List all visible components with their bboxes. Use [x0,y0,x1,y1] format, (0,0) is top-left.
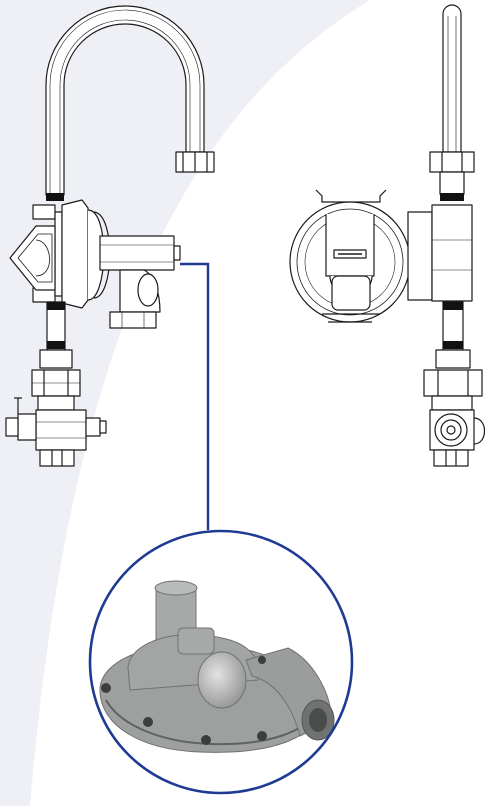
regulator-body-side [32,199,181,329]
photo-bolt [201,735,211,745]
hex-nut-side [39,349,73,369]
union-fitting-front [423,369,483,397]
thread-band-front-lower-1 [443,302,463,310]
regulator-body-front [289,189,473,323]
thread-band-front-upper [440,193,464,201]
front-view [289,4,485,467]
photo-bolt [101,683,111,693]
photo-bolt [257,731,267,741]
vent-pipe-vertical [442,4,462,153]
vent-gooseneck-pipe [45,5,205,196]
photo-bolt [143,717,153,727]
vent-cap-nut [175,151,215,173]
shutoff-valve-front [429,395,485,467]
thread-band-upper [46,193,64,201]
vent-screen-housing [9,225,56,291]
vent-cap-nut-front [429,151,475,195]
side-view [5,5,215,467]
callout-leader-line [180,262,210,530]
regulator-photo [99,580,335,753]
photo-vent-screen [197,651,247,709]
callout-ring [88,529,354,795]
hex-nut-front [435,349,471,369]
thread-band-lower-2 [47,341,65,349]
product-photo-callout [88,529,354,795]
background-swoosh-shade [0,0,370,806]
thread-band-front-lower-2 [443,341,463,349]
shutoff-valve-side [5,395,107,467]
union-fitting-side [31,369,81,397]
thread-band-lower-1 [47,302,65,310]
photo-bolt [258,656,266,664]
